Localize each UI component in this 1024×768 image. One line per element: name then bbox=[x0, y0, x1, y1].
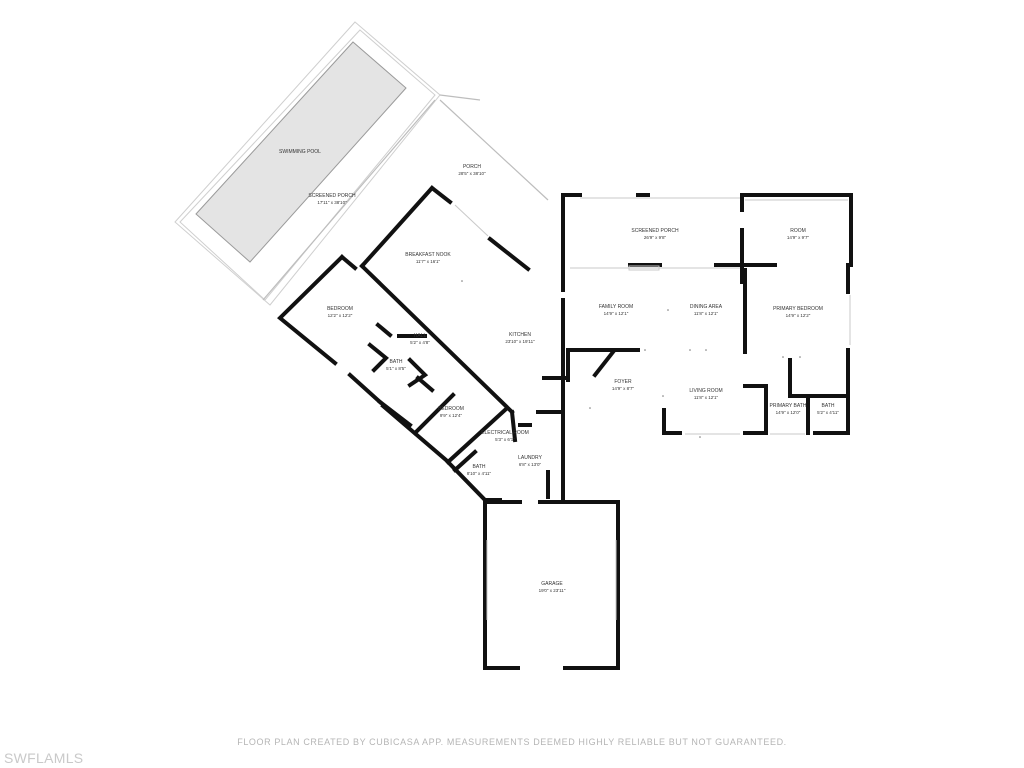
dims-breakfast-nook: 11'7" x 16'1" bbox=[416, 259, 441, 264]
label-foyer: FOYER bbox=[614, 379, 632, 385]
dims-room: 14'9" x 9'7" bbox=[787, 235, 810, 240]
dims-primary-bath: 14'9" x 12'0" bbox=[776, 410, 801, 415]
dims-porch: 28'5" x 38'10" bbox=[458, 171, 486, 176]
label-kitchen: KITCHEN bbox=[509, 332, 531, 338]
dims-screened-porch-top: 26'9" x 9'8" bbox=[644, 235, 667, 240]
label-screened-porch-left: SCREENED PORCH bbox=[308, 193, 356, 199]
dims-garage: 19'0" x 23'11" bbox=[539, 588, 566, 593]
label-bedroom-upper: BEDROOM bbox=[327, 306, 353, 312]
dims-bath-small: 5'2" x 4'11" bbox=[817, 410, 839, 415]
label-living-room: LIVING ROOM bbox=[689, 388, 722, 394]
walls bbox=[277, 185, 853, 670]
dims-bedroom-upper: 12'2" x 12'2" bbox=[328, 313, 353, 318]
dims-bedroom-lower: 9'9" x 12'4" bbox=[440, 413, 463, 418]
dims-electrical-room: 5'3" x 6'1" bbox=[495, 437, 515, 442]
mls-watermark: SWFLAMLS bbox=[4, 750, 84, 766]
label-bedroom-lower: BEDROOM bbox=[438, 406, 464, 412]
dims-primary-bedroom: 14'9" x 12'2" bbox=[786, 313, 811, 318]
label-bath-small: BATH bbox=[822, 403, 835, 409]
label-garage: GARAGE bbox=[541, 581, 563, 587]
label-dining-area: DINING AREA bbox=[690, 304, 723, 310]
disclaimer-text: FLOOR PLAN CREATED BY CUBICASA APP. MEAS… bbox=[237, 737, 787, 747]
dims-bath-lower: 8'10" x 4'11" bbox=[467, 471, 492, 476]
room-labels: SWIMMING POOL SCREENED PORCH 17'11" x 38… bbox=[279, 149, 839, 593]
label-laundry: LAUNDRY bbox=[518, 455, 542, 461]
dims-hall: 5'2" x 4'8" bbox=[410, 340, 430, 345]
dims-kitchen: 23'10" x 19'11" bbox=[505, 339, 535, 344]
label-electrical-room: ELECTRICAL ROOM bbox=[481, 430, 529, 436]
label-porch: PORCH bbox=[463, 164, 481, 170]
label-primary-bedroom: PRIMARY BEDROOM bbox=[773, 306, 823, 312]
dims-dining-area: 11'8" x 12'1" bbox=[694, 311, 719, 316]
dims-laundry: 6'8" x 13'0" bbox=[519, 462, 542, 467]
dims-family-room: 14'9" x 12'1" bbox=[604, 311, 629, 316]
fixture-dots bbox=[461, 280, 801, 438]
pool-enclosure bbox=[174, 21, 549, 306]
label-family-room: FAMILY ROOM bbox=[599, 304, 633, 310]
dims-screened-porch-left: 17'11" x 38'10" bbox=[317, 200, 347, 205]
windows bbox=[454, 197, 851, 620]
label-screened-porch-top: SCREENED PORCH bbox=[631, 228, 679, 234]
label-breakfast-nook: BREAKFAST NOOK bbox=[405, 252, 451, 258]
label-bath-lower: BATH bbox=[473, 464, 486, 470]
dims-bath-middle: 5'1" x 8'5" bbox=[386, 366, 406, 371]
label-primary-bath: PRIMARY BATH bbox=[770, 403, 807, 409]
label-hall: HALL bbox=[414, 333, 427, 339]
dims-living-room: 11'8" x 12'1" bbox=[694, 395, 719, 400]
label-swimming-pool: SWIMMING POOL bbox=[279, 149, 321, 155]
dims-foyer: 14'9" x 8'7" bbox=[612, 386, 635, 391]
swimming-pool-shape bbox=[195, 41, 407, 263]
label-bath-middle: BATH bbox=[390, 359, 403, 365]
label-room: ROOM bbox=[790, 228, 806, 234]
